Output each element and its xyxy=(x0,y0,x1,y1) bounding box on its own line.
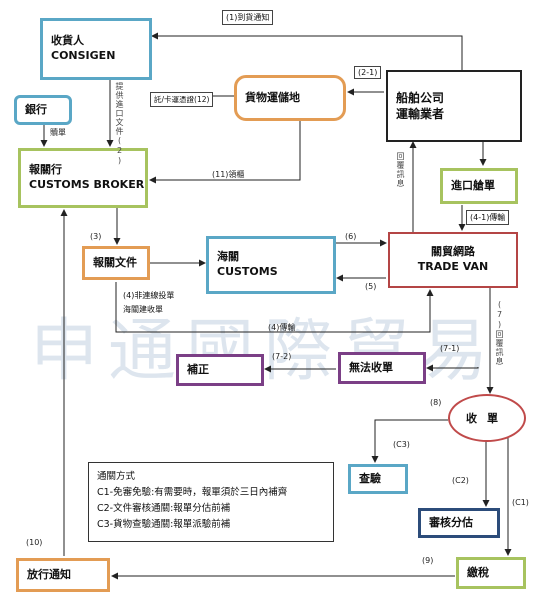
node-rejected: 無法收單 xyxy=(338,352,426,384)
declaration-label: 報關文件 xyxy=(93,255,137,269)
label-7-2: (7-2) xyxy=(272,352,292,361)
consignee-subtitle: CONSIGEN xyxy=(51,49,116,62)
edge-7-1 xyxy=(426,364,479,372)
edge-c3 xyxy=(371,419,448,463)
node-customs: 海關 CUSTOMS xyxy=(206,236,336,294)
label-c2: (C2) xyxy=(452,476,469,485)
bank-label: 銀行 xyxy=(25,102,47,116)
label-3: (3) xyxy=(90,232,102,241)
node-inspection: 查驗 xyxy=(348,464,408,494)
tax-label: 繳稅 xyxy=(467,565,489,579)
legend-item: C3-貨物查驗通關:報單派驗前補 xyxy=(97,519,231,531)
node-storage: 貨物運儲地 xyxy=(234,75,346,121)
label-10: (10) xyxy=(26,538,43,547)
node-release: 放行通知 xyxy=(16,558,110,592)
label-bank-doc: 贖單 xyxy=(50,128,66,137)
rejected-label: 無法收單 xyxy=(349,360,393,374)
label-arrival-notice: (1)到貨通知 xyxy=(222,10,274,25)
customs-title: 海關 xyxy=(217,250,239,264)
label-8: (8) xyxy=(430,398,442,407)
broker-title: 報關行 xyxy=(29,163,62,177)
review-label: 審核分估 xyxy=(429,515,473,529)
label-c1: (C1) xyxy=(512,498,529,507)
label-6: (6) xyxy=(345,232,357,241)
node-receipt: 收單 xyxy=(448,394,526,442)
storage-label: 貨物運儲地 xyxy=(245,90,300,104)
consignee-title: 收貨人 xyxy=(51,34,84,48)
legend-item: C1-免審免驗:有需要時，報單須於三日內補齊 xyxy=(97,487,288,499)
node-bank: 銀行 xyxy=(14,95,72,125)
shipping-title: 船舶公司 xyxy=(396,90,445,105)
label-7: (7)回覆訊息 xyxy=(495,300,504,366)
label-c3: (C3) xyxy=(393,440,410,449)
edge-11 xyxy=(149,120,301,184)
correction-label: 補正 xyxy=(187,362,209,376)
node-tax: 繳稅 xyxy=(456,557,526,589)
label-7-1: (7-1) xyxy=(440,344,460,353)
node-declaration: 報關文件 xyxy=(82,246,150,280)
node-consignee: 收貨人 CONSIGEN xyxy=(40,18,152,80)
tradevan-subtitle: TRADE VAN xyxy=(417,260,489,273)
release-label: 放行通知 xyxy=(27,567,71,581)
label-2-1: (2-1) xyxy=(354,66,382,79)
node-review: 審核分估 xyxy=(418,508,500,538)
customs-subtitle: CUSTOMS xyxy=(217,265,278,278)
shipping-subtitle: 運輸業者 xyxy=(396,107,445,121)
edge-4 xyxy=(115,282,434,333)
broker-subtitle: CUSTOMS BROKER xyxy=(29,178,145,191)
label-12: 託/卡運憑證(12) xyxy=(150,92,214,107)
label-9: (9) xyxy=(422,556,434,565)
node-correction: 補正 xyxy=(176,354,264,386)
node-manifest: 進口艙單 xyxy=(440,168,518,204)
manifest-label: 進口艙單 xyxy=(451,178,495,192)
legend-title: 通關方式 xyxy=(97,471,136,482)
legend-box: 通關方式 C1-免審免驗:有需要時，報單須於三日內補齊 C2-文件審核通關:報單… xyxy=(88,462,334,542)
label-offline-2: 海關建收單 xyxy=(123,305,163,315)
label-2: 提供進口文件(2) xyxy=(115,82,124,166)
inspection-label: 查驗 xyxy=(359,471,381,485)
node-broker: 報關行 CUSTOMS BROKER xyxy=(18,148,148,208)
node-tradevan: 關貿網路 TRADE VAN xyxy=(388,232,518,288)
node-shipping: 船舶公司 運輸業者 xyxy=(386,70,522,142)
label-11: (11)領櫃 xyxy=(212,170,245,179)
label-4: (4)傳輸 xyxy=(268,323,296,332)
receipt-label: 收單 xyxy=(466,412,508,425)
tradevan-title: 關貿網路 xyxy=(431,245,475,259)
legend-item: C2-文件審核通關:報單分估前補 xyxy=(97,503,231,515)
label-offline-1: (4)非連線投單 xyxy=(123,291,175,300)
label-4-1: (4-1)傳輸 xyxy=(466,210,510,225)
label-reply: 回覆訊息 xyxy=(396,152,405,188)
label-offline: (4)非連線投單 海關建收單 xyxy=(120,288,177,319)
label-5: (5) xyxy=(365,282,377,291)
